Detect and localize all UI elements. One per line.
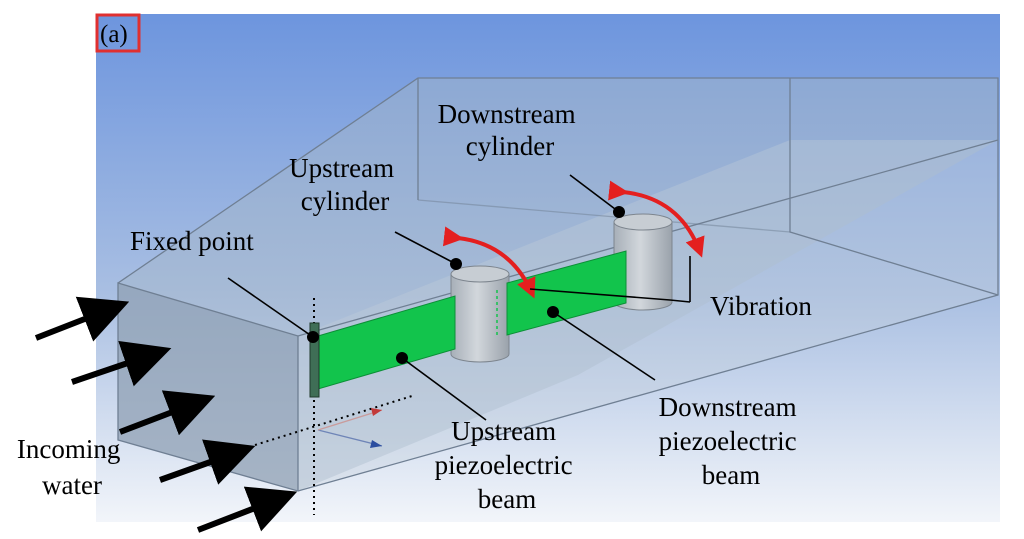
coordinate-triad	[317, 408, 383, 448]
downstream-beam-label: Downstream piezoelectric beam	[659, 392, 804, 490]
upstream-cylinder	[450, 265, 510, 363]
vibration-label: Vibration	[710, 291, 812, 321]
fixed-point-label: Fixed point	[130, 226, 254, 256]
incoming-water-arrows	[34, 296, 298, 533]
downstream-piezoelectric-beam	[506, 250, 627, 336]
leader-lines	[227, 174, 691, 421]
downstream-cylinder-label: Downstream cylinder	[438, 99, 583, 161]
panel-label: (a)	[100, 21, 128, 48]
leader-dots	[307, 206, 625, 364]
upstream-beam-label: Upstream piezoelectric beam	[435, 416, 580, 514]
upstream-cylinder-label: Upstream cylinder	[289, 153, 401, 216]
upstream-vibration-arrow	[442, 226, 536, 299]
panel-label-box	[95, 13, 141, 53]
downstream-vibration-arrow	[608, 180, 705, 258]
incoming-water-label: Incoming water	[17, 434, 127, 500]
fixed-point-clamp	[309, 322, 320, 398]
